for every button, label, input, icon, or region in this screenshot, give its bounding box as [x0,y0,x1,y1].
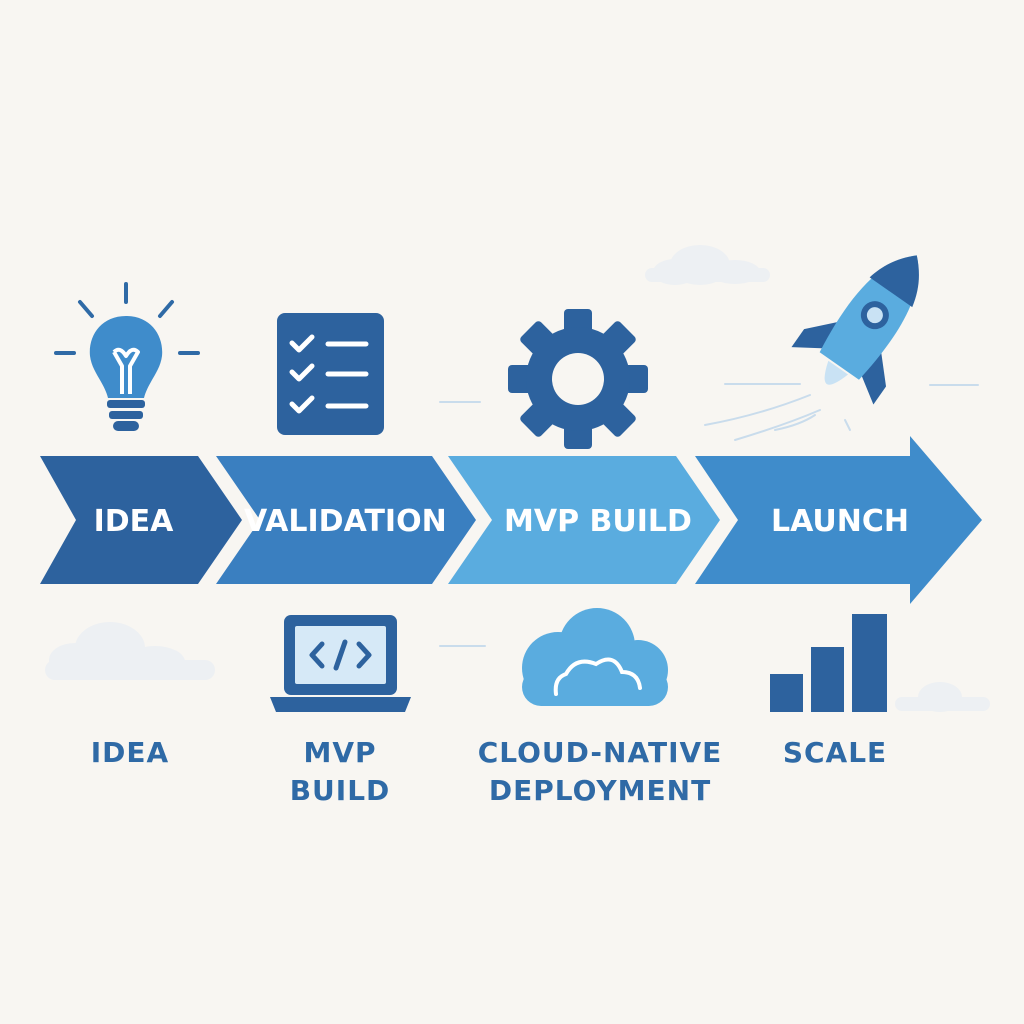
bar-chart-icon [770,614,887,712]
stage-chevron-validation [216,456,476,584]
laptop-code-icon [270,615,411,712]
background-cloud-top-right [645,245,770,285]
deployment-cloud-icon [522,608,668,706]
stage-label-launch: LAUNCH [770,504,909,539]
speed-lines [439,383,979,647]
rocket-icon [791,255,919,405]
outcome-label-mvp-build: MVP BUILD [289,736,391,807]
stage-chevron-mvp-build [448,456,720,584]
stage-chevron-idea [40,456,242,584]
outcome-label-cloud-native-deployment: CLOUD-NATIVE DEPLOYMENT [477,736,723,807]
cloud-outline-icon [553,657,642,696]
pipeline-arrows [40,436,982,604]
gear-icon [508,309,648,449]
stage-label-mvp-build: MVP BUILD [504,504,692,539]
checklist-icon [277,313,384,435]
background-cloud-left [45,622,215,680]
stage-label-validation: VALIDATION [244,504,447,539]
stage-arrow-launch [695,436,982,604]
lightbulb-icon [54,282,200,431]
outcome-label-scale: SCALE [782,736,888,769]
background-cloud-right [895,682,990,712]
stage-label-idea: IDEA [93,504,174,539]
outcome-label-idea: IDEA [90,736,170,769]
